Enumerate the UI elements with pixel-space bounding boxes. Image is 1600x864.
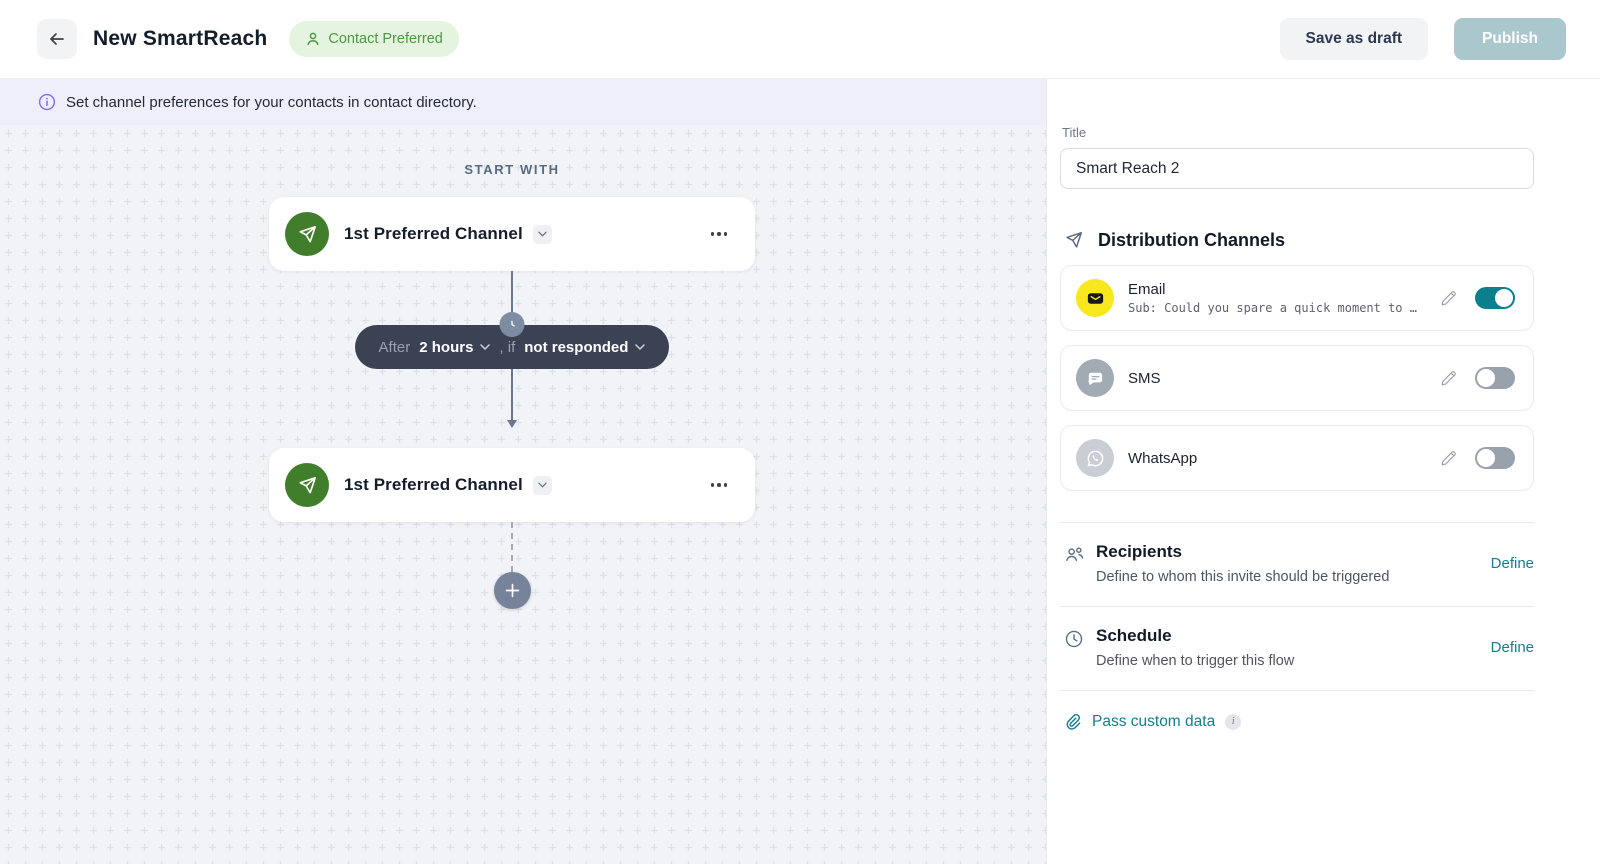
recipients-icon (1063, 542, 1096, 572)
recipients-subtitle: Define to whom this invite should be tri… (1096, 569, 1390, 585)
divider (1060, 522, 1534, 523)
node-channel-dropdown[interactable] (532, 224, 552, 244)
condition-pill: After 2 hours , if not responded (354, 312, 670, 369)
title-input[interactable] (1060, 148, 1534, 189)
recipients-title: Recipients (1096, 542, 1182, 561)
recipients-section: Recipients Define to whom this invite sh… (1060, 523, 1534, 606)
channel-name: WhatsApp (1128, 449, 1198, 467)
clock-icon (499, 312, 525, 337)
email-icon (1076, 279, 1114, 317)
arrow-head (507, 420, 517, 428)
connector-with-arrow (507, 369, 517, 428)
condition-dropdown[interactable]: not responded (524, 338, 646, 356)
contact-preferred-badge: Contact Preferred (289, 21, 459, 57)
back-arrow-icon (47, 29, 67, 49)
add-step-button[interactable] (493, 572, 531, 609)
edit-email-button[interactable] (1435, 285, 1462, 312)
save-as-draft-button[interactable]: Save as draft (1279, 18, 1429, 60)
channel-name: SMS (1128, 369, 1161, 387)
edit-sms-button[interactable] (1435, 365, 1462, 392)
whatsapp-toggle[interactable] (1475, 447, 1515, 469)
edit-whatsapp-button[interactable] (1435, 445, 1462, 472)
channel-card-email: Email Sub: Could you spare a quick momen… (1060, 265, 1534, 331)
node-channel-dropdown[interactable] (532, 475, 552, 495)
condition-joiner: , if (499, 338, 516, 356)
publish-button[interactable]: Publish (1454, 18, 1566, 60)
send-icon (285, 212, 329, 256)
pencil-icon (1441, 450, 1456, 465)
recipients-define-link[interactable]: Define (1490, 555, 1534, 572)
node-more-options-icon[interactable] (707, 228, 732, 240)
sms-icon (1076, 359, 1114, 397)
schedule-title: Schedule (1096, 626, 1172, 645)
start-with-label: START WITH (464, 162, 560, 177)
custom-data-label: Pass custom data (1092, 712, 1216, 730)
channel-name: Email (1128, 281, 1166, 298)
channel-card-whatsapp: WhatsApp (1060, 425, 1534, 491)
email-toggle[interactable] (1475, 287, 1515, 309)
channel-card-sms: SMS (1060, 345, 1534, 411)
schedule-clock-icon (1063, 626, 1096, 655)
flow-area[interactable]: START WITH 1st Preferred Channel (0, 125, 1046, 864)
node-label: 1st Preferred Channel (344, 224, 523, 243)
pass-custom-data-link[interactable]: Pass custom data i (1060, 691, 1534, 731)
chevron-down-icon (480, 344, 491, 350)
flow-canvas: Set channel preferences for your contact… (0, 79, 1046, 864)
top-bar: New SmartReach Contact Preferred Save as… (0, 0, 1600, 79)
schedule-section: Schedule Define when to trigger this flo… (1060, 607, 1534, 690)
chevron-down-icon (635, 344, 646, 350)
person-icon (305, 31, 321, 47)
info-icon-small: i (1225, 713, 1242, 730)
settings-panel: Title Distribution Channels Email Sub: C… (1046, 79, 1600, 864)
node-more-options-icon[interactable] (707, 479, 732, 491)
paperclip-icon (1063, 712, 1082, 731)
pencil-icon (1441, 370, 1456, 385)
condition-prefix: After (378, 338, 411, 356)
heading-text: Distribution Channels (1098, 229, 1286, 250)
whatsapp-icon (1076, 439, 1114, 477)
distribution-channels-heading: Distribution Channels (1060, 229, 1534, 251)
sms-toggle[interactable] (1475, 367, 1515, 389)
flow-node-2[interactable]: 1st Preferred Channel (269, 448, 755, 522)
chevron-down-icon (538, 231, 547, 237)
schedule-subtitle: Define when to trigger this flow (1096, 653, 1295, 669)
divider (1060, 606, 1534, 607)
node-label: 1st Preferred Channel (344, 475, 523, 494)
divider (1060, 690, 1534, 691)
back-button[interactable] (37, 19, 77, 59)
channel-subject-preview: Sub: Could you spare a quick moment to … (1128, 301, 1417, 315)
delay-value: 2 hours (419, 338, 474, 356)
condition-value: not responded (524, 338, 629, 356)
flow-node-1[interactable]: 1st Preferred Channel (269, 197, 755, 271)
info-banner: Set channel preferences for your contact… (0, 79, 1046, 125)
title-field-label: Title (1062, 125, 1087, 140)
delay-dropdown[interactable]: 2 hours (419, 338, 491, 356)
dashed-connector-line (511, 522, 513, 572)
badge-label: Contact Preferred (328, 31, 443, 47)
send-outline-icon (1063, 229, 1085, 251)
page-title: New SmartReach (93, 27, 268, 50)
chevron-down-icon (538, 482, 547, 488)
pencil-icon (1441, 290, 1456, 305)
connector-line (511, 271, 513, 325)
plus-icon (505, 583, 519, 598)
info-icon (38, 93, 56, 111)
info-banner-text: Set channel preferences for your contact… (66, 93, 477, 111)
schedule-define-link[interactable]: Define (1490, 639, 1534, 656)
send-icon (285, 463, 329, 507)
